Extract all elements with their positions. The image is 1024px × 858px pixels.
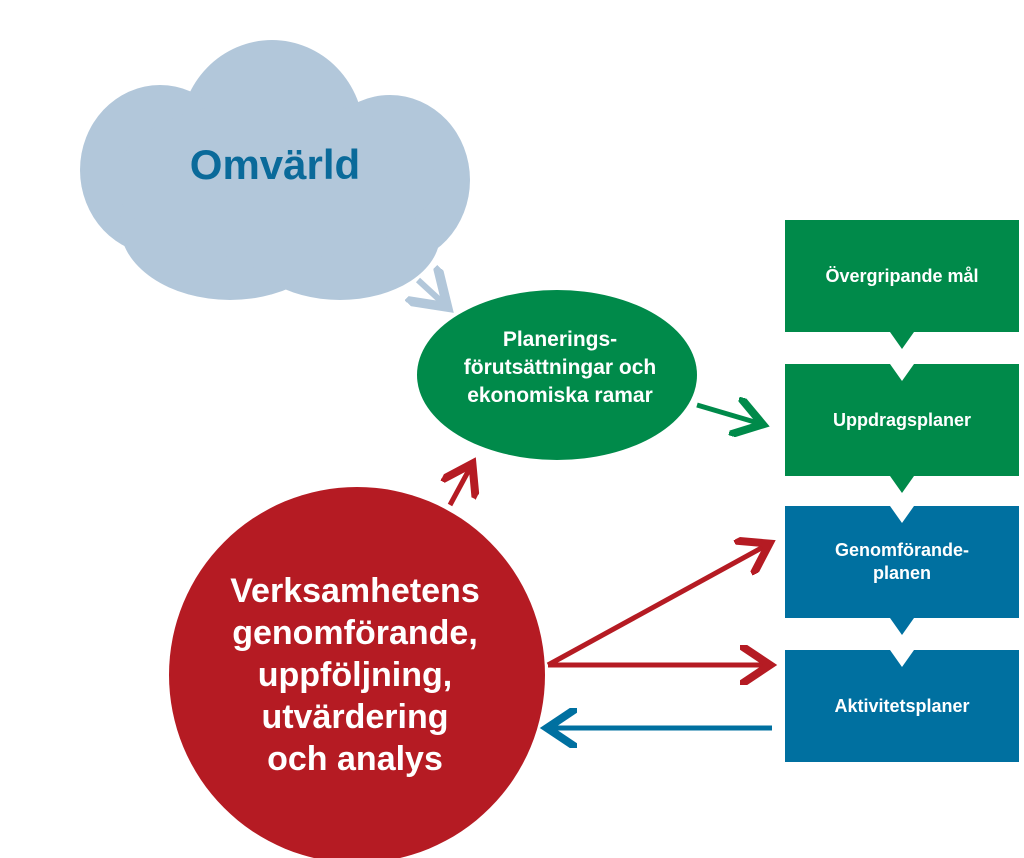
omvarld-text: Omvärld xyxy=(189,141,361,188)
box-genomforandeplanen-label: Genomförande- planen xyxy=(785,506,1019,618)
uppdragsplaner-text: Uppdragsplaner xyxy=(832,409,972,430)
verksamhetens-genomforande-circle xyxy=(169,487,545,858)
overgripande-mal-text: Övergripande mål xyxy=(825,265,979,286)
circle-to-genomforandeplanen-arrow xyxy=(546,546,765,668)
omvarld-cloud xyxy=(80,40,470,300)
planeringsforutsattningar-ellipse xyxy=(417,290,697,460)
aktivitetsplaner-text: Aktivitetsplaner xyxy=(834,695,970,716)
box-uppdragsplaner-label: Uppdragsplaner xyxy=(785,364,1019,476)
omvarld-label: Omvärld xyxy=(120,120,430,210)
verksamhetens-genomforande-text: Verksamhetens genomförande, uppföljning,… xyxy=(230,572,480,778)
ellipse-to-uppdragsplaner-arrow xyxy=(696,405,758,423)
box-uppdragsplaner xyxy=(785,364,1019,493)
ellipse-label: Planerings- förutsättningar och ekonomis… xyxy=(425,318,695,418)
box-aktivitetsplaner xyxy=(785,650,1019,762)
box-overgripande-mal-label: Övergripande mål xyxy=(785,220,1019,332)
box-aktivitetsplaner-label: Aktivitetsplaner xyxy=(785,650,1019,762)
cloud-to-ellipse-arrow xyxy=(418,280,443,303)
circle-to-ellipse-arrow xyxy=(450,468,470,507)
genomforandeplanen-text: Genomförande- planen xyxy=(834,540,969,583)
planeringsforutsattningar-text: Planerings- förutsättningar och ekonomis… xyxy=(463,328,657,407)
circle-label: Verksamhetens genomförande, uppföljning,… xyxy=(190,565,520,785)
box-genomforandeplanen xyxy=(785,506,1019,635)
box-overgripande-mal xyxy=(785,220,1019,349)
